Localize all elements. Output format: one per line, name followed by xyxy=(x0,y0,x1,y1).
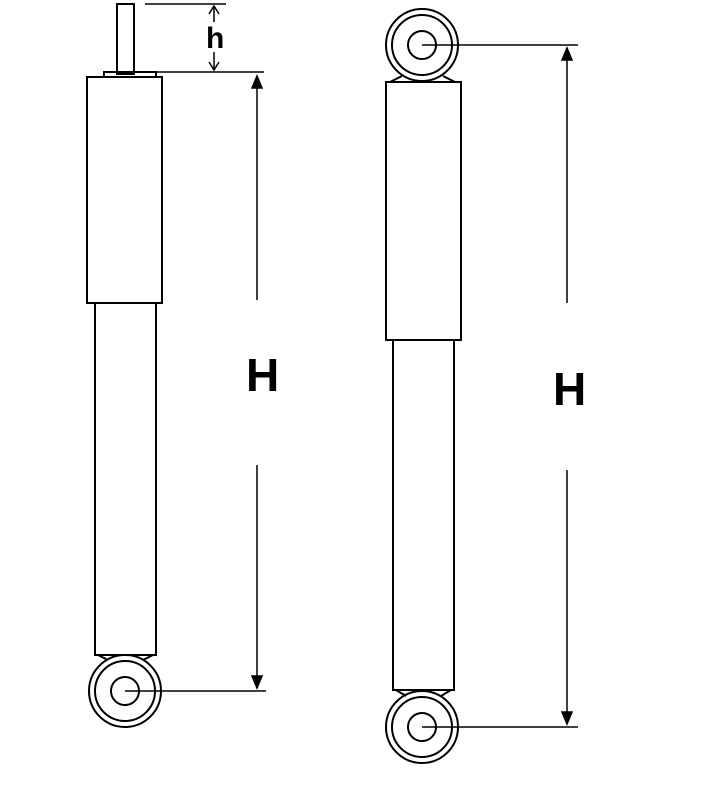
right-lower-tube xyxy=(392,339,455,691)
right-length-dimension xyxy=(422,44,578,728)
right-shock-absorber xyxy=(385,8,462,764)
stroke-dimension-label: h xyxy=(206,22,225,55)
left-piston-rod xyxy=(116,3,135,75)
left-shock-absorber xyxy=(86,3,163,728)
left-lower-tube xyxy=(94,302,157,656)
right-upper-body xyxy=(385,81,462,341)
right-length-dimension-label: H xyxy=(553,363,587,415)
left-length-dimension-label: H xyxy=(246,349,280,401)
left-length-dimension xyxy=(125,74,266,692)
left-upper-body xyxy=(86,76,163,304)
left-stroke-dimension xyxy=(145,3,264,73)
